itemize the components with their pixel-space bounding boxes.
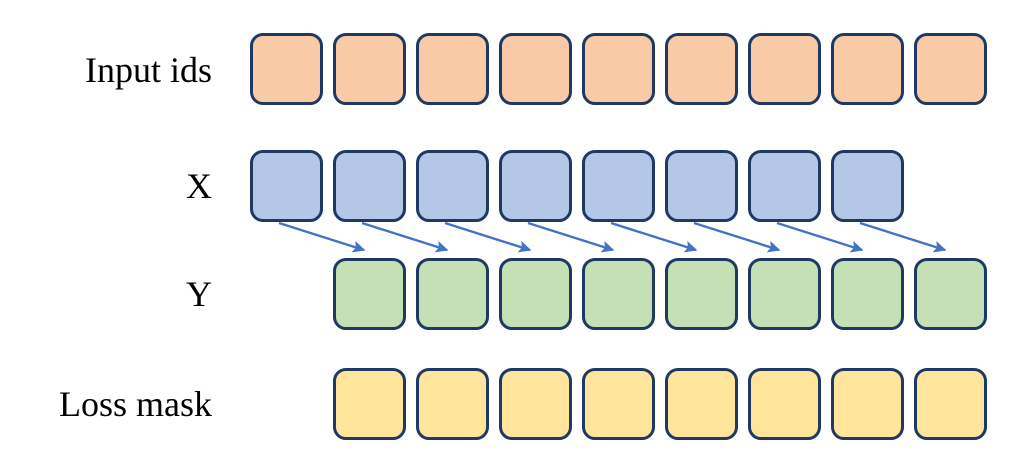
token-cell-input_ids-0	[250, 33, 323, 105]
token-cell-x-5	[665, 150, 738, 222]
shift-arrow-0	[278, 221, 366, 253]
row-label-y: Y	[186, 274, 212, 314]
token-row-x	[250, 150, 904, 222]
token-cell-y-3	[582, 258, 655, 330]
token-cell-input_ids-8	[914, 33, 987, 105]
token-cell-input_ids-1	[333, 33, 406, 105]
row-label-loss-mask: Loss mask	[59, 384, 212, 424]
token-cell-loss_mask-3	[582, 368, 655, 440]
token-cell-loss_mask-0	[333, 368, 406, 440]
token-cell-input_ids-3	[499, 33, 572, 105]
token-cell-loss_mask-1	[416, 368, 489, 440]
token-cell-loss_mask-6	[831, 368, 904, 440]
token-cell-loss_mask-5	[748, 368, 821, 440]
token-cell-input_ids-2	[416, 33, 489, 105]
shift-arrow-2	[444, 221, 532, 253]
token-cell-y-0	[333, 258, 406, 330]
token-cell-x-7	[831, 150, 904, 222]
token-cell-input_ids-6	[748, 33, 821, 105]
token-cell-y-5	[748, 258, 821, 330]
token-cell-x-6	[748, 150, 821, 222]
token-cell-x-2	[416, 150, 489, 222]
token-row-y	[333, 258, 987, 330]
token-cell-y-4	[665, 258, 738, 330]
token-cell-input_ids-4	[582, 33, 655, 105]
token-row-loss-mask	[333, 368, 987, 440]
token-cell-y-1	[416, 258, 489, 330]
token-cell-loss_mask-7	[914, 368, 987, 440]
shift-arrow-3	[527, 221, 615, 253]
row-label-input-ids: Input ids	[84, 50, 212, 90]
token-cell-x-4	[582, 150, 655, 222]
token-cell-y-7	[914, 258, 987, 330]
row-label-x: X	[186, 166, 212, 206]
token-cell-loss_mask-4	[665, 368, 738, 440]
shift-arrow-4	[610, 221, 698, 253]
token-cell-input_ids-7	[831, 33, 904, 105]
shift-arrow-7	[859, 221, 947, 253]
token-cell-y-2	[499, 258, 572, 330]
token-cell-x-1	[333, 150, 406, 222]
token-cell-loss_mask-2	[499, 368, 572, 440]
shift-arrow-1	[361, 221, 449, 253]
shift-arrow-5	[693, 221, 781, 253]
token-cell-y-6	[831, 258, 904, 330]
token-cell-x-3	[499, 150, 572, 222]
token-cell-input_ids-5	[665, 33, 738, 105]
shift-arrow-6	[776, 221, 864, 253]
token-row-input-ids	[250, 33, 987, 105]
token-cell-x-0	[250, 150, 323, 222]
